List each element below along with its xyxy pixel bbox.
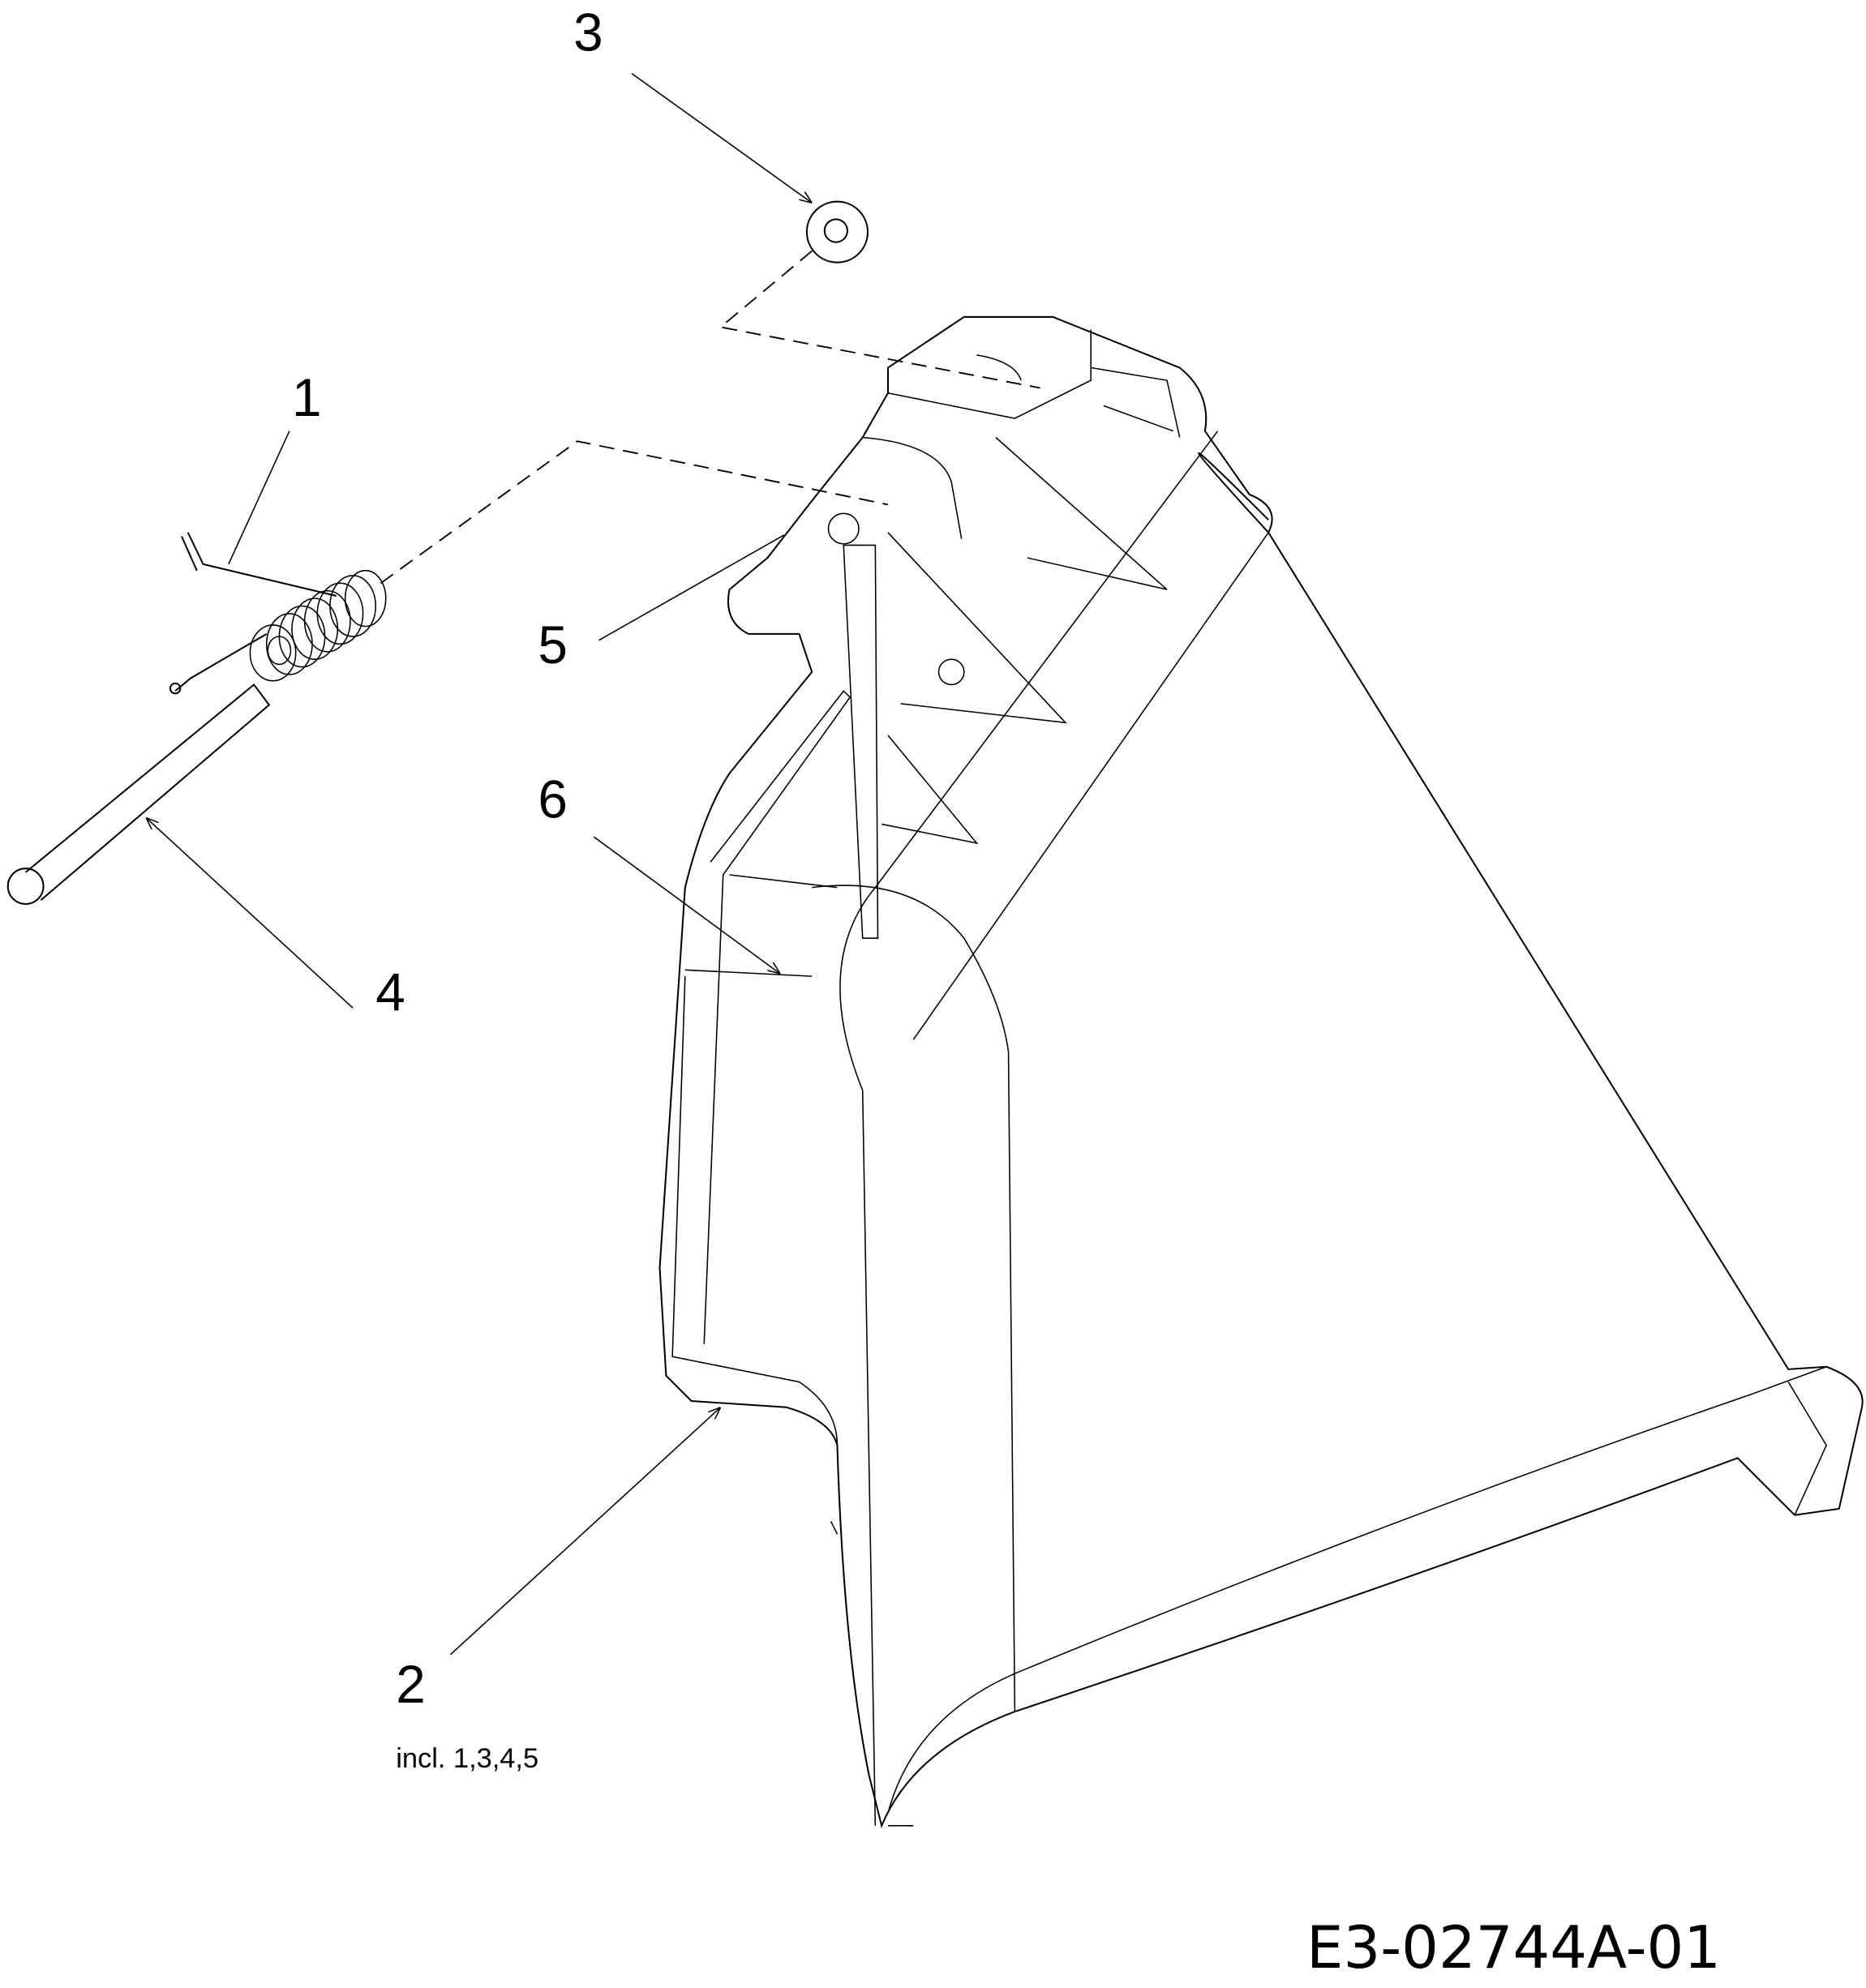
callout-4-leader xyxy=(146,818,354,1009)
callout-2-leader xyxy=(449,1407,720,1656)
washer-part xyxy=(805,200,869,263)
spring-part xyxy=(169,532,387,695)
drawing-code: E3-02744A-01 xyxy=(1306,1913,1721,1982)
callout-3-label: 3 xyxy=(573,3,603,62)
callout-5-label: 5 xyxy=(538,615,568,675)
callout-2-label: 2 xyxy=(396,1655,426,1714)
callout-6-leader xyxy=(593,836,780,974)
spring-assembly-line xyxy=(380,440,889,585)
chute-part xyxy=(658,315,1864,1829)
callout-3-leader xyxy=(631,73,812,204)
callout-2-note: incl. 1,3,4,5 xyxy=(396,1743,538,1774)
callout-5-leader xyxy=(598,534,785,641)
callout-6-label: 6 xyxy=(538,770,568,829)
callout-1-leader xyxy=(228,431,290,565)
pin-part xyxy=(6,683,271,905)
callout-1-label: 1 xyxy=(292,368,322,427)
callout-4-label: 4 xyxy=(375,962,405,1022)
washer-assembly-line xyxy=(719,250,1040,389)
